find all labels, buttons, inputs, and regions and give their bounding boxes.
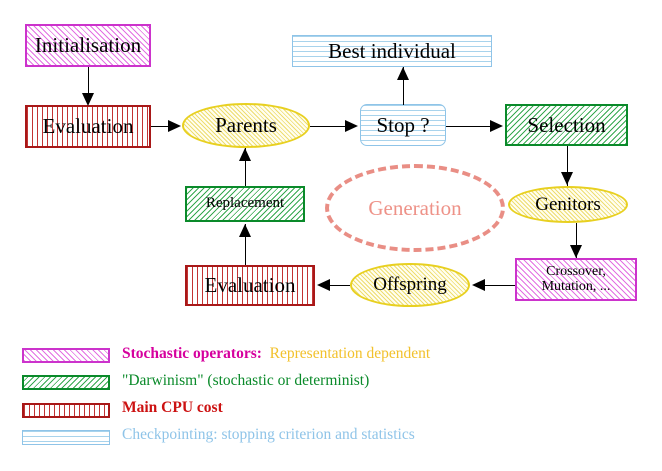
node-replacement[interactable]: Replacement [185,186,305,222]
legend-label-representation-dependent-text: Representation dependent [269,345,431,362]
edge-offspring-to-evaluation [319,285,350,286]
node-stop-label: Stop ? [376,112,430,137]
legend-label-checkpointing: Checkpointing: stopping criterion and st… [122,426,415,443]
node-evaluation-top-label: Evaluation [42,114,134,139]
node-best-individual-label: Best individual [328,38,456,63]
edge-initialisation-to-evaluation [88,67,89,97]
node-selection-label: Selection [527,112,606,137]
edge-genitors-to-crossover [576,223,577,258]
node-initialisation-label: Initialisation [34,33,142,58]
node-evaluation-top[interactable]: Evaluation [25,105,151,148]
node-evaluation-bottom[interactable]: Evaluation [185,265,315,306]
arrowhead-initialisation-to-evaluation [82,93,94,106]
edge-parents-to-stop [310,126,348,127]
edge-evaluation-to-replacement [245,224,246,265]
arrowhead-parents-to-stop [345,120,358,132]
legend-swatch-stochastic-operators [22,348,110,363]
arrowhead-replacement-to-parents [239,148,251,161]
node-offspring-label: Offspring [373,274,447,296]
node-generation-label: Generation [368,195,462,220]
node-initialisation[interactable]: Initialisation [25,24,151,67]
edge-stop-to-best-individual [403,67,404,105]
node-parents-label: Parents [215,113,277,138]
node-selection[interactable]: Selection [505,104,628,146]
node-replacement-label: Replacement [205,195,285,212]
legend-label-main-cpu-cost: Main CPU cost [122,399,223,416]
node-stop[interactable]: Stop ? [360,104,446,146]
edge-replacement-to-parents [245,148,246,186]
edge-selection-to-genitors [567,146,568,186]
node-crossover-mutation[interactable]: Crossover, Mutation, ... [515,258,637,301]
arrowhead-stop-to-selection [490,120,503,132]
node-parents[interactable]: Parents [182,103,310,148]
legend-swatch-main-cpu-cost [22,403,110,418]
edge-evaluation-to-parents [151,126,172,127]
arrowhead-stop-to-best-individual [397,67,409,80]
node-genitors-label: Genitors [535,193,601,215]
edge-crossover-to-offspring [474,285,515,286]
arrowhead-crossover-to-offspring [472,279,485,291]
node-genitors[interactable]: Genitors [508,186,628,223]
arrowhead-evaluation-to-parents [168,120,181,132]
arrowhead-evaluation-to-replacement [239,224,251,237]
legend-swatch-darwinism [22,375,110,390]
legend-label-stochastic-operators-text: Stochastic operators: [122,345,262,362]
arrowhead-genitors-to-crossover [570,245,582,258]
arrowhead-offspring-to-evaluation [317,279,330,291]
node-offspring[interactable]: Offspring [350,263,470,307]
edge-stop-to-selection [446,126,492,127]
node-best-individual[interactable]: Best individual [292,35,492,67]
legend-label-stochastic-operators: Stochastic operators: Representation dep… [122,345,430,363]
node-generation: Generation [325,164,505,252]
node-evaluation-bottom-label: Evaluation [204,273,296,298]
legend-label-darwinism: "Darwinism" (stochastic or determinist) [122,372,370,389]
arrowhead-selection-to-genitors [561,172,573,185]
node-crossover-mutation-label: Crossover, Mutation, ... [541,263,611,294]
legend-swatch-checkpointing [22,430,110,445]
